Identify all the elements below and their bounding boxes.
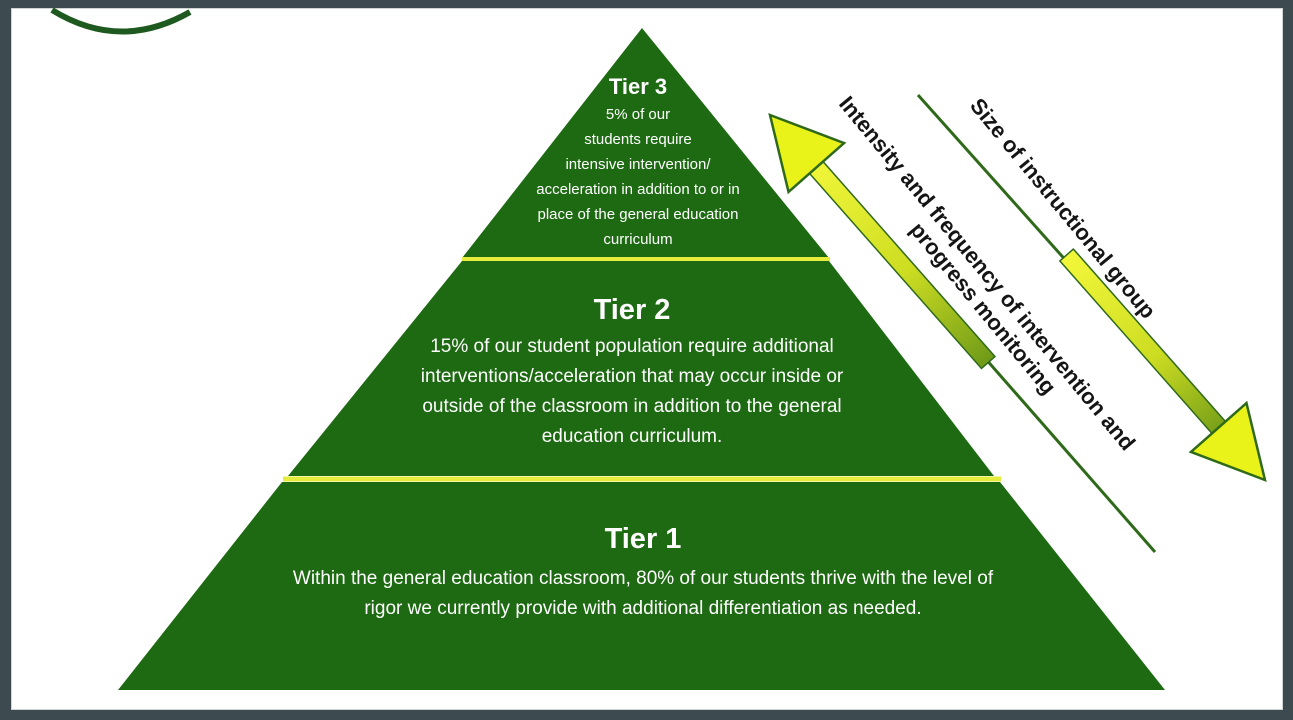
- tier-1-line-2: rigor we currently provide with addition…: [364, 598, 921, 619]
- tier-2-text: Tier 2 15% of our student population req…: [421, 294, 844, 447]
- group-size-arrow: [916, 94, 1267, 483]
- tier-1-text: Tier 1 Within the general education clas…: [293, 523, 994, 619]
- tier-2-line-2: interventions/acceleration that may occu…: [421, 366, 844, 387]
- intensity-arrow-head: [768, 112, 847, 195]
- tier-3-line-2: students require: [584, 131, 692, 148]
- tier-2-line-3: outside of the classroom in addition to …: [422, 396, 841, 417]
- tier-1-line-1: Within the general education classroom, …: [293, 568, 994, 589]
- group-size-arrow-head: [1188, 400, 1267, 483]
- tier-2-line-1: 15% of our student population require ad…: [430, 336, 834, 357]
- tier-3-line-5: place of the general education: [538, 206, 739, 223]
- tier-1-title: Tier 1: [605, 523, 682, 555]
- tier-2-band: [288, 261, 994, 476]
- logo-fragment: [50, 7, 192, 35]
- tier-1-band: [118, 482, 1165, 690]
- tier-2-line-4: education curriculum.: [542, 426, 723, 447]
- tier-3-line-1: 5% of our: [606, 106, 670, 123]
- intensity-arrow: [768, 112, 1157, 553]
- tier-3-line-3: intensive intervention/: [565, 156, 711, 173]
- group-size-arrow-shaft: [1058, 247, 1235, 444]
- tier-3-text: Tier 3 5% of our students require intens…: [536, 74, 739, 248]
- tier-3-line-4: acceleration in addition to or in: [536, 181, 739, 198]
- tier-3-line-6: curriculum: [603, 231, 672, 248]
- tier-2-title: Tier 2: [594, 294, 671, 326]
- tier-3-title: Tier 3: [609, 74, 667, 99]
- tier-3-band: [462, 28, 829, 258]
